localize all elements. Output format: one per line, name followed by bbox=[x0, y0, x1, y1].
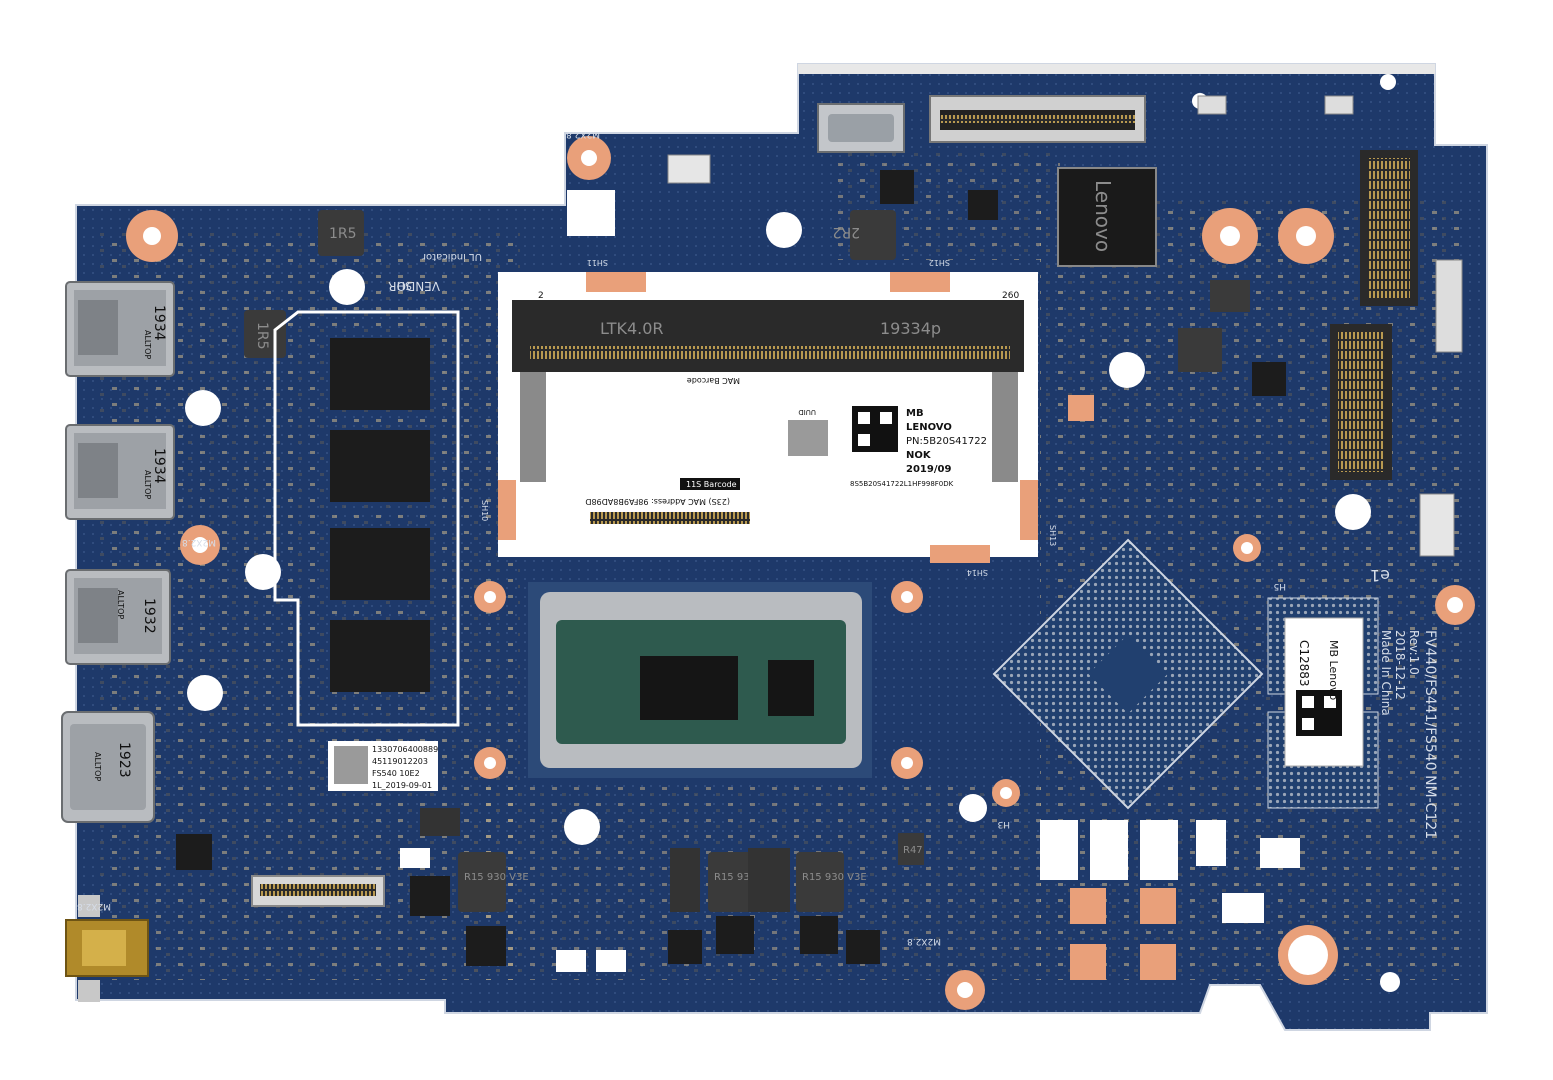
silk-m2x2-8: M2X2.8 bbox=[907, 936, 941, 946]
usb-code-label: 1934 bbox=[151, 305, 167, 341]
edp-connector-bottom bbox=[251, 875, 385, 907]
model-silkscreen: FV440/FS441/FS540 NM-C121 Rev:1.0 2018-1… bbox=[1379, 630, 1438, 839]
usb-code-label: 1934 bbox=[151, 448, 167, 484]
usb-port-4: ALLTOP 1923 bbox=[61, 711, 155, 823]
silk-sh11: SH11 bbox=[587, 258, 608, 267]
silk-sh: SH bbox=[397, 279, 412, 292]
inductor-1r5-left: 1R5 bbox=[244, 310, 286, 358]
inductor-label: 2R2 bbox=[832, 224, 860, 240]
usb-port-2: ALLTOP 1934 bbox=[65, 424, 175, 520]
small-connector bbox=[1197, 95, 1227, 115]
label-date: 2019/09 bbox=[906, 464, 951, 475]
usb-brand-label: ALLTOP bbox=[143, 470, 152, 499]
label-mac-barcode: MAC Barcode bbox=[687, 376, 740, 385]
label-nok: NOK bbox=[906, 450, 932, 461]
silk-rev: Rev:1.0 bbox=[1407, 630, 1421, 675]
board-id-label: 1330706400889 45119012203 FS540 10E2 1L_… bbox=[328, 741, 438, 791]
product-label: MB LENOVO PN:5B20S41722 NOK 2019/09 8S5B… bbox=[585, 376, 987, 524]
mounting-holes bbox=[126, 136, 1475, 1010]
board-edge-strip bbox=[798, 64, 1435, 74]
silk-h3: H3 bbox=[998, 819, 1011, 829]
silk-ul-indicator: UL indicator bbox=[421, 251, 482, 262]
usb-port-3: ALLTOP 1932 bbox=[65, 569, 171, 665]
inductor-label: R15 930 V3E bbox=[714, 872, 779, 883]
slot-pin-left: 2 bbox=[538, 291, 544, 301]
m2-slot-1 bbox=[1360, 150, 1418, 306]
inductor-2r2: 2R2 bbox=[832, 210, 896, 260]
silk-m2x2-8: M2X2.8 bbox=[566, 129, 600, 139]
sodimm-slot: LTK4.0R 19334p 2 260 bbox=[498, 272, 1038, 563]
silk-sh14: SH14 bbox=[967, 568, 988, 577]
inductor-label: 1R5 bbox=[329, 226, 357, 242]
id-line-2: 45119012203 bbox=[372, 757, 428, 766]
silk-mb-model: FV440/FS441/FS540 NM-C121 bbox=[1422, 630, 1438, 839]
label-mb: MB bbox=[906, 408, 924, 419]
silk-sh13: SH13 bbox=[1048, 525, 1057, 546]
m2-slot-2 bbox=[1330, 324, 1392, 480]
inductor-1r5-top: 1R5 bbox=[318, 210, 364, 256]
usb-brand-label: ALLTOP bbox=[93, 752, 102, 781]
inductor-label: R15 930 V3E bbox=[464, 872, 529, 883]
ec-chip: Lenovo bbox=[1057, 167, 1157, 267]
label-uuid: UUID bbox=[798, 408, 816, 416]
inductor-label: R15 930 V3E bbox=[802, 872, 867, 883]
id-line-1: 1330706400889 bbox=[372, 745, 438, 754]
silk-sh10: SH10 bbox=[480, 500, 489, 521]
copper-pads-bottom bbox=[1068, 395, 1176, 980]
dc-jack bbox=[65, 895, 149, 1002]
sticker-code: C12883 bbox=[1297, 640, 1311, 687]
inductor bbox=[1210, 280, 1250, 312]
silk-date: 2018-12-12 bbox=[1393, 630, 1407, 700]
slot-brand: LTK4.0R bbox=[600, 319, 664, 338]
slot-code: 19334p bbox=[880, 319, 941, 338]
label-serial: 8S5B20S41722L1HF998F0DK bbox=[850, 480, 954, 488]
edp-connector-top bbox=[929, 95, 1146, 143]
inductor-label: 1R5 bbox=[254, 322, 270, 350]
usb-brand-label: ALLTOP bbox=[116, 590, 125, 619]
usb-code-label: 1932 bbox=[141, 598, 157, 634]
mb-sticker: C12883 MB Lenovo bbox=[1284, 617, 1364, 767]
type-c-connector-top bbox=[817, 103, 905, 153]
label-pn: PN:5B20S41722 bbox=[906, 436, 987, 447]
label-mac: (23S) MAC Address: 98FA9B8AD98D bbox=[585, 497, 730, 506]
cpu bbox=[528, 582, 872, 778]
silk-e1: e1 bbox=[1370, 566, 1390, 585]
sticker-text: MB Lenovo bbox=[1327, 640, 1340, 700]
label-lenovo: LENOVO bbox=[906, 422, 952, 433]
ffc-connector bbox=[1435, 259, 1463, 353]
silk-made-in: Made In China bbox=[1379, 630, 1393, 716]
inductor-label: R47 bbox=[903, 845, 923, 856]
silk-vendor: VENDOR bbox=[388, 279, 440, 293]
fan-connector bbox=[1419, 493, 1455, 557]
inductor-r15-3: R15 930 V3E bbox=[796, 852, 867, 912]
inductor bbox=[1178, 328, 1222, 372]
silk-m2x2-8: M2X2.8 bbox=[77, 901, 111, 911]
id-line-4: 1L_2019-09-01 bbox=[372, 781, 432, 790]
white-pads-bottom bbox=[400, 820, 1300, 972]
inductor-r47: R47 bbox=[898, 833, 924, 865]
slot-pin-right: 260 bbox=[1002, 291, 1019, 301]
inductor bbox=[748, 848, 790, 912]
silk-sh12: SH12 bbox=[929, 258, 950, 267]
rtc-connector bbox=[667, 154, 711, 184]
silk-h5: H5 bbox=[1274, 581, 1287, 591]
bga-footprint bbox=[992, 538, 1264, 810]
chip bbox=[420, 808, 460, 836]
small-connector bbox=[1324, 95, 1354, 115]
ec-brand: Lenovo bbox=[1091, 180, 1115, 252]
label-11s-barcode: 11S Barcode bbox=[686, 480, 737, 489]
id-line-3: FS540 10E2 bbox=[372, 769, 420, 778]
inductor-r15-2: R15 930 V3E bbox=[708, 852, 779, 912]
mosfets-bottom bbox=[176, 170, 1286, 966]
silk-m2x2-8: M2X2.8 bbox=[182, 537, 216, 547]
memory-outline bbox=[273, 310, 460, 727]
usb-brand-label: ALLTOP bbox=[143, 330, 152, 359]
ram-chips bbox=[330, 338, 430, 692]
usb-port-1: ALLTOP 1934 bbox=[65, 281, 175, 377]
usb-code-label: 1923 bbox=[116, 742, 132, 778]
inductor-r15-1: R15 930 V3E bbox=[458, 852, 529, 912]
board-cutout-holes bbox=[185, 74, 1400, 992]
mosfet bbox=[670, 848, 700, 912]
